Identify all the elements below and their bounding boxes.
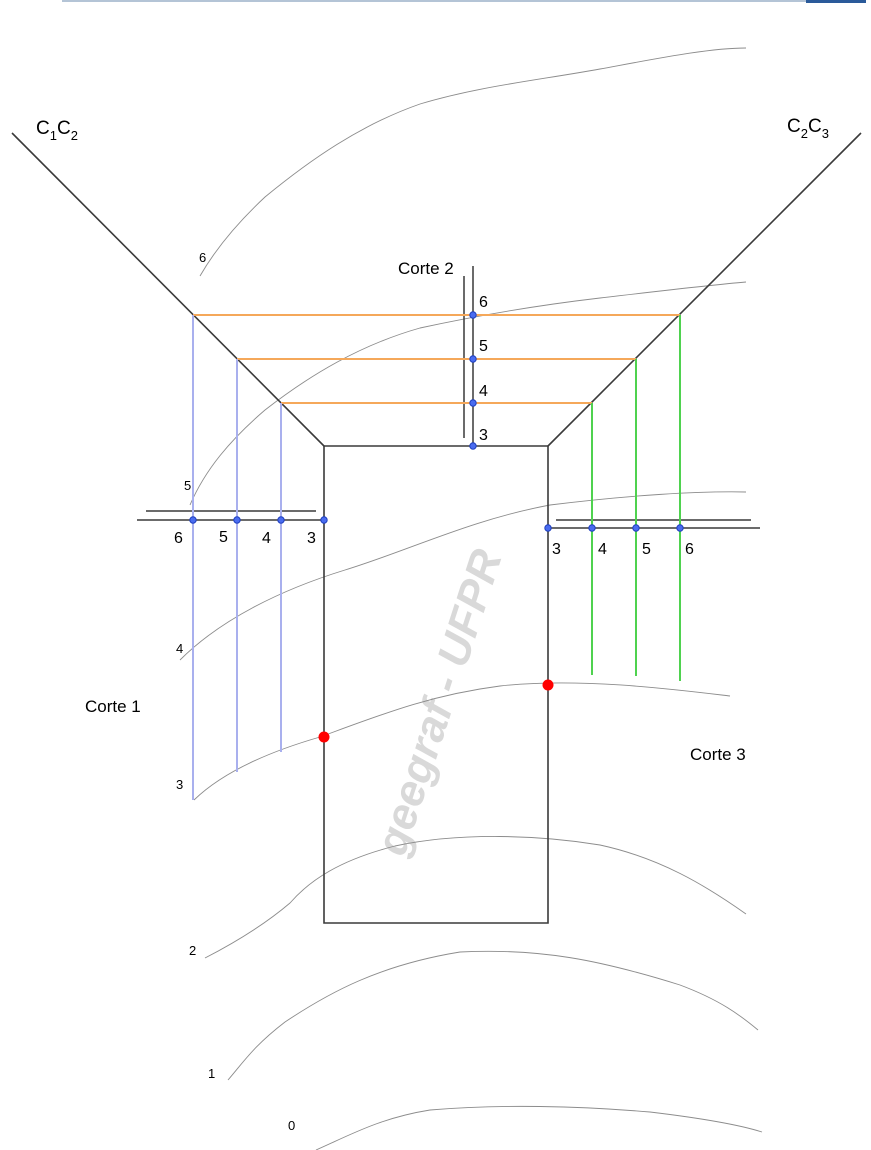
point-s1-6 <box>189 516 197 524</box>
section-2-tick-6: 6 <box>479 294 488 311</box>
contour-label-6: 6 <box>199 250 206 265</box>
section-1-axis <box>137 510 324 521</box>
point-s3-6 <box>676 524 684 532</box>
contour-label-2: 2 <box>189 943 196 958</box>
section-3-axis <box>548 519 760 529</box>
section-3-verticals <box>591 315 681 681</box>
point-s2-5 <box>469 355 477 363</box>
right-diagonal <box>547 132 862 447</box>
section-1-tick-5: 5 <box>219 529 228 546</box>
watermark: geegraf - UFPR <box>367 543 512 862</box>
corner-label-c2c3: C2C3 <box>787 116 829 141</box>
section-3-tick-6: 6 <box>685 541 694 558</box>
section-3-tick-3: 3 <box>552 541 561 558</box>
station-points <box>189 311 684 532</box>
point-s1-4 <box>277 516 285 524</box>
section-1-tick-6: 6 <box>174 530 183 547</box>
section-2-projections <box>193 314 680 404</box>
point-s3-4 <box>588 524 596 532</box>
red-marker-right <box>542 679 554 691</box>
point-s2-4 <box>469 399 477 407</box>
section-2-tick-3: 3 <box>479 427 488 444</box>
point-s1-3 <box>320 516 328 524</box>
contour-lines <box>179 47 763 1150</box>
contour-line-4 <box>179 491 747 661</box>
contour-line-3 <box>193 682 731 801</box>
section-2-tick-4: 4 <box>479 383 488 400</box>
point-s3-3 <box>544 524 552 532</box>
point-s1-5 <box>233 516 241 524</box>
corte-3-label: Corte 3 <box>690 745 746 764</box>
contour-label-5: 5 <box>184 478 191 493</box>
contour-line-1 <box>227 950 759 1081</box>
left-diagonal <box>11 132 325 447</box>
contour-line-6 <box>199 47 747 277</box>
header-tab <box>806 0 866 3</box>
section-3-tick-5: 5 <box>642 541 651 558</box>
contour-line-5 <box>189 281 747 506</box>
contour-line-0 <box>315 1105 763 1150</box>
contour-label-1: 1 <box>208 1066 215 1081</box>
section-2-tick-5: 5 <box>479 338 488 355</box>
contour-label-4: 4 <box>176 641 183 656</box>
section-1-verticals <box>192 315 282 800</box>
contour-label-3: 3 <box>176 777 183 792</box>
corner-label-c1c2: C1C2 <box>36 118 78 143</box>
corte-1-label: Corte 1 <box>85 697 141 716</box>
section-1-tick-3: 3 <box>307 530 316 547</box>
contour-line-2 <box>204 836 747 959</box>
contour-label-0: 0 <box>288 1118 295 1133</box>
corte-2-label: Corte 2 <box>398 259 454 278</box>
red-marker-left <box>318 731 330 743</box>
section-3-tick-4: 4 <box>598 541 607 558</box>
point-s3-5 <box>632 524 640 532</box>
point-s2-6 <box>469 311 477 319</box>
point-s2-3 <box>469 442 477 450</box>
section-1-tick-4: 4 <box>262 530 271 547</box>
